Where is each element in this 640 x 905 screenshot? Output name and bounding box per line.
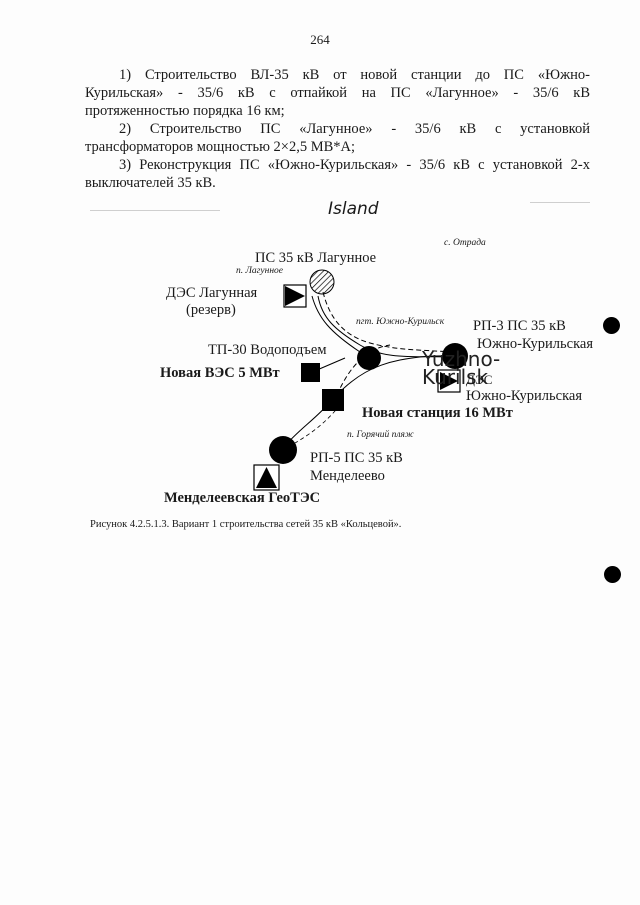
paragraph-1-line-1: 1) Строительство ВЛ-35 кВ от новой станц… <box>119 67 590 83</box>
label-new-ves: Новая ВЭС 5 МВт <box>160 365 280 381</box>
label-mendeleevo: Менделеево <box>310 468 385 484</box>
label-yuzhno-kurilskaya-2: Южно-Курильская <box>466 388 582 404</box>
label-new-station: Новая станция 16 МВт <box>362 405 513 421</box>
figure-caption: Рисунок 4.2.5.1.3. Вариант 1 строительст… <box>90 519 402 530</box>
des-lagunnaya-triangle <box>285 286 305 306</box>
binder-hole <box>604 566 621 583</box>
label-yuzhno-kurilskaya-1: Южно-Курильская <box>477 336 593 352</box>
island-label: Island <box>328 199 379 219</box>
rp3-node <box>442 343 468 369</box>
label-yuzhno-kurilsk-overlay: Yuzhno-Kurilsk <box>422 347 501 389</box>
dashed-line-mendeleevo <box>282 404 341 451</box>
label-reserve: (резерв) <box>186 302 236 318</box>
dashed-line-lagunnoe <box>322 291 456 353</box>
label-rp3: РП-3 ПС 35 кВ <box>473 318 566 334</box>
des-yuzhno-triangle <box>440 372 458 390</box>
paragraph-1-line-3: протяженностью порядка 16 км; <box>85 103 285 119</box>
paragraph-3-line-1: 3) Реконструкция ПС «Южно-Курильская» - … <box>119 157 590 173</box>
binder-hole <box>603 317 620 334</box>
ps-lagunnoe-node <box>309 269 335 295</box>
page-number: 264 <box>310 32 330 47</box>
new-ves-node <box>301 363 320 382</box>
rp5-node <box>269 436 297 464</box>
paragraph-3-line-2: выключателей 35 кВ. <box>85 175 216 191</box>
label-des-lagunnaya: ДЭС Лагунная <box>166 285 258 301</box>
scan-artifact <box>90 210 220 211</box>
label-ps-lagunnoe: ПС 35 кВ Лагунное <box>255 250 377 266</box>
tp30-node <box>357 346 381 370</box>
label-mendeleevskaya-geotes: Менделеевская ГеоТЭС <box>164 490 321 506</box>
paragraph-1-line-2: Курильская» - 35/6 кВ с отпайкой на ПС «… <box>85 85 590 101</box>
label-goryachiy-plyazh: п. Горячий пляж <box>347 430 414 440</box>
geotes-triangle <box>256 467 277 488</box>
line-lagunnoe-to-tp30 <box>311 295 361 353</box>
new-station-node <box>322 389 344 411</box>
label-tp30: ТП-30 Водоподъем <box>208 342 327 358</box>
paragraph-2-line-2: трансформаторов мощностью 2×2,5 МВ*А; <box>85 139 356 155</box>
label-rp5: РП-5 ПС 35 кВ <box>310 450 403 466</box>
label-p-lagunnoe: п. Лагунное <box>236 266 283 276</box>
label-otrada: с. Отрада <box>444 238 486 248</box>
label-pgt-yuzhno-kurilsk: пгт. Южно-Курильск <box>356 317 445 327</box>
line-new-station-to-yuzhno <box>332 355 456 400</box>
label-des: ДЭС <box>466 372 493 387</box>
paragraph-2-line-1: 2) Строительство ПС «Лагунное» - 35/6 кВ… <box>119 121 590 137</box>
scan-artifact <box>530 202 590 203</box>
